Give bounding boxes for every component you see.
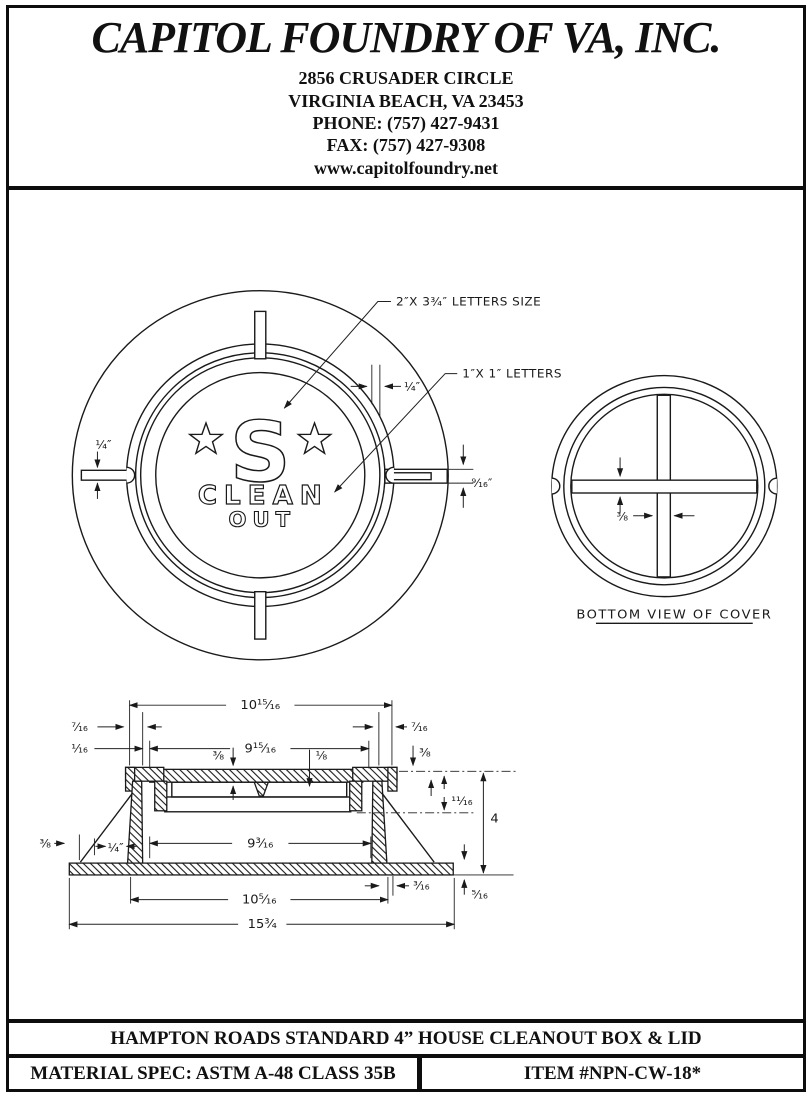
- title-block: HAMPTON ROADS STANDARD 4” HOUSE CLEANOUT…: [9, 1019, 803, 1089]
- plan-lug-left: [80, 469, 129, 481]
- cover-inner-circle: [570, 393, 759, 579]
- website-line: www.capitolfoundry.net: [313, 157, 499, 178]
- cover-word-clean: CLEAN: [198, 481, 329, 511]
- company-name: CAPITOL FOUNDRY OF VA, INC.: [91, 13, 721, 62]
- dim-label-left-lip: ⁷⁄₁₆: [71, 720, 88, 734]
- section-seatwall-right: [349, 780, 363, 812]
- dim-label-lid-clearance: ¹⁄₈: [316, 749, 328, 763]
- cover-notch-right: [768, 477, 777, 495]
- bottom-view-caption: BOTTOM VIEW OF COVER: [576, 607, 772, 622]
- section-wall-left: [126, 780, 144, 864]
- dim-label-left-lug: ¼″: [95, 438, 112, 452]
- dim-label-cover-rib: ³⁄₈: [616, 510, 628, 524]
- plan-outer-ring: [71, 289, 449, 661]
- dim-label-top-gap: ¼″: [404, 379, 421, 393]
- material-spec-cell: MATERIAL SPEC: ASTM A-48 CLASS 35B: [9, 1058, 422, 1089]
- callout-large-letters: 2″X 3¾″ LETTERS SIZE: [396, 295, 541, 309]
- cover-word-out: OUT: [228, 508, 296, 532]
- plan-rib-bottom: [254, 590, 267, 640]
- cover-rib-horizontal: [571, 479, 758, 494]
- section-view: 10¹⁵⁄₁₆ ⁷⁄₁₆ ¹⁄₁₆ 9¹⁵⁄₁₆ ³⁄₈ ¹⁄₈: [39, 698, 518, 932]
- dim-label-base-lip: ³⁄₁₆: [413, 879, 430, 893]
- section-seatwall-left: [154, 780, 168, 812]
- dim-label-left-gap: ¹⁄₁₆: [71, 742, 88, 756]
- section-lip-left: [124, 766, 136, 792]
- item-number-cell: ITEM #NPN-CW-18*: [523, 1063, 702, 1084]
- dim-label-overall-width: 15³⁄₄: [248, 917, 277, 932]
- callout-small-letters: 1″X 1″ LETTERS: [462, 367, 562, 381]
- drawing-canvas: S CLEAN OUT ¼″ ¼″ ⁹⁄₁₆″: [39, 289, 778, 932]
- section-lid: [149, 768, 364, 783]
- dim-label-seat-width: 9¹⁵⁄₁₆: [245, 742, 276, 757]
- drawing-title: HAMPTON ROADS STANDARD 4” HOUSE CLEANOUT…: [9, 1023, 803, 1058]
- section-gusset-left: [79, 792, 134, 863]
- star-icon-left: [187, 420, 225, 455]
- address-line-2: VIRGINIA BEACH, VA 23453: [288, 90, 524, 111]
- spec-sheet-page: CAPITOL FOUNDRY OF VA, INC. 2856 CRUSADE…: [6, 5, 806, 1092]
- dim-label-right-lip: ⁷⁄₁₆: [411, 720, 428, 734]
- phone-line: PHONE: (757) 427-9431: [312, 113, 500, 134]
- star-icon-right: [296, 420, 333, 455]
- dim-label-wall-thickness: ¼″: [107, 840, 124, 854]
- cover-notch-left: [551, 477, 561, 495]
- dim-label-slot: ⁹⁄₁₆″: [471, 476, 493, 490]
- dim-label-seat-depth: ¹¹⁄₁₆: [451, 794, 473, 808]
- technical-drawing: S CLEAN OUT ¼″ ¼″ ⁹⁄₁₆″: [9, 190, 803, 1019]
- section-lip-right: [387, 766, 398, 792]
- plan-rib-top: [254, 310, 267, 360]
- section-wall-right: [371, 780, 388, 864]
- address-line-1: 2856 CRUSADER CIRCLE: [298, 68, 514, 89]
- dim-label-base-thickness: ⁵⁄₁₆: [471, 888, 488, 902]
- cover-letter-s: S: [230, 404, 291, 501]
- plan-slot-bar: [384, 468, 448, 484]
- dim-label-base-span: 10⁵⁄₁₆: [242, 893, 276, 908]
- section-lid-bottom: [164, 796, 352, 813]
- dim-label-frame-top-width: 10¹⁵⁄₁₆: [240, 698, 280, 713]
- dim-label-overall-height: 4: [490, 812, 498, 827]
- plan-notch-left: [126, 466, 136, 484]
- dim-label-lid-thickness: ³⁄₈: [212, 749, 224, 763]
- dim-label-base-overhang: ³⁄₈: [39, 836, 51, 850]
- fax-line: FAX: (757) 427-9308: [326, 135, 486, 156]
- dim-label-wall-bottom-span: 9³⁄₁₆: [247, 836, 273, 851]
- plan-view: S CLEAN OUT ¼″ ¼″ ⁹⁄₁₆″: [71, 289, 562, 661]
- plan-notch-right: [385, 466, 395, 484]
- section-lid-rib: [253, 781, 270, 797]
- cover-ring-circle: [563, 386, 766, 586]
- plan-lid-panel: [155, 371, 366, 579]
- dim-label-right-step: ³⁄₈: [419, 746, 431, 760]
- section-base: [68, 862, 454, 876]
- section-gusset-right: [381, 792, 435, 863]
- letterhead: CAPITOL FOUNDRY OF VA, INC. 2856 CRUSADE…: [9, 8, 803, 190]
- bottom-view: ³⁄₈ BOTTOM VIEW OF COVER: [551, 374, 778, 624]
